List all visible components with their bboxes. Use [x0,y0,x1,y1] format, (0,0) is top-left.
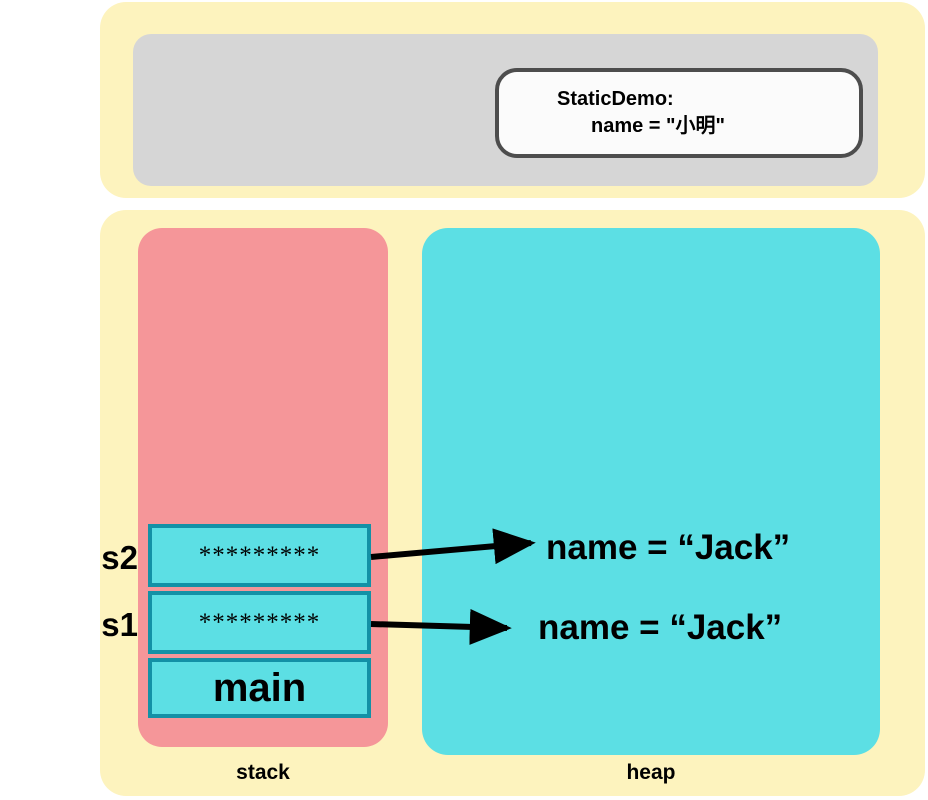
stack-frame-s2: ********* [148,524,371,587]
stack-frame-s2-value: ********* [198,542,321,569]
heap-object-2-field: name = “Jack” [538,608,783,647]
heap-caption: heap [626,761,676,784]
variable-label-s2: s2 [101,539,138,576]
static-class-info-box: StaticDemo: name = "小明" [495,68,863,158]
static-class-name: StaticDemo: [557,88,674,110]
static-field-value: name = "小明" [591,115,726,137]
stack-frame-s1: ********* [148,591,371,654]
stack-caption: stack [236,761,290,784]
stack-frame-s1-value: ********* [198,609,321,636]
variable-label-s1: s1 [101,606,138,643]
heap-object-1-field: name = “Jack” [546,528,791,567]
stack-frame-main-label: main [212,666,307,710]
stack-frame-main: main [148,658,371,718]
heap-region [422,228,880,755]
